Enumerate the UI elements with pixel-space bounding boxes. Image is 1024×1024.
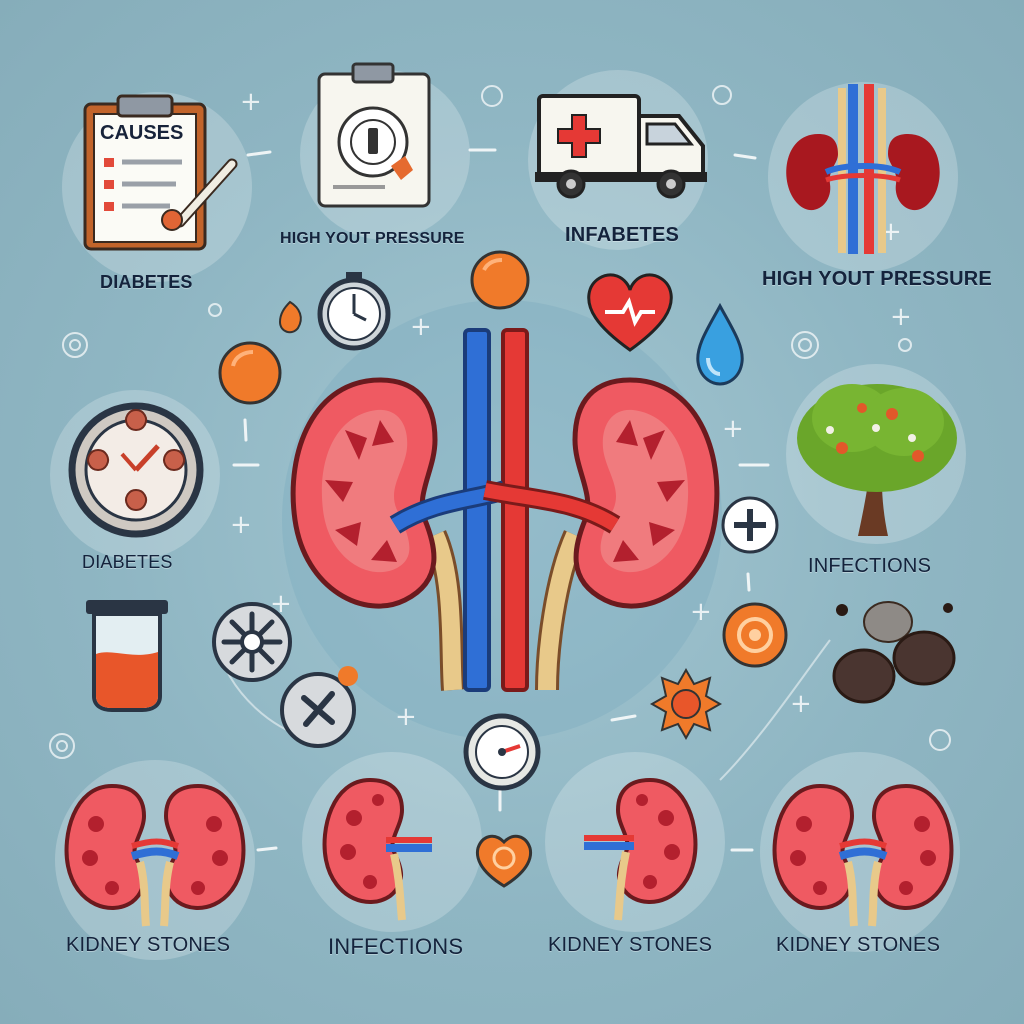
clock-icon: [68, 402, 204, 538]
clipboard-icon: [83, 94, 238, 251]
virus-icon: [280, 666, 358, 748]
svg-text:+: +: [410, 312, 432, 342]
pressure-clipboard-icon: [317, 62, 431, 208]
kidney-stones-icon: [832, 601, 956, 704]
label-mid-left: DIABETES: [82, 552, 173, 572]
orange-ball-icon: [470, 250, 530, 310]
causes-clipboard: CAUSES: [80, 92, 250, 262]
bottom-kidney-icon-3: [584, 777, 698, 921]
tree-icon: [797, 384, 957, 536]
clipboard-heading: CAUSES: [100, 122, 184, 144]
gauge-icon: [463, 713, 541, 791]
svg-text:+: +: [790, 689, 812, 719]
gear-icon: [212, 602, 292, 682]
heart-icon: [587, 273, 673, 352]
svg-text:+: +: [890, 302, 912, 332]
water-drop-icon: [696, 302, 744, 386]
label-bottom-2: INFECTIONS: [328, 934, 464, 959]
svg-text:+: +: [395, 702, 417, 732]
label-top-center-right: INFABETES: [565, 224, 680, 246]
ambulance-icon: [535, 94, 707, 199]
svg-text:+: +: [722, 414, 744, 444]
bottom-kidney-icon-4: [772, 783, 954, 927]
orange-drop-icon: [278, 300, 302, 334]
orange-ball-small-icon: [218, 341, 282, 405]
label-top-left: DIABETES: [100, 272, 193, 292]
label-top-right: HIGH YOUT PRESSURE: [762, 268, 992, 290]
label-bottom-4: KIDNEY STONES: [776, 934, 941, 956]
orange-badge-icon: [722, 602, 788, 668]
svg-text:+: +: [690, 597, 712, 627]
label-top-center-left: HIGH YOUT PRESSURE: [280, 230, 465, 247]
bottom-kidney-icon-1: [64, 783, 246, 927]
label-bottom-1: KIDNEY STONES: [66, 934, 231, 956]
svg-text:+: +: [240, 87, 262, 117]
central-kidneys-icon: [290, 328, 720, 692]
sun-bacteria-icon: [649, 667, 723, 741]
svg-text:+: +: [230, 510, 252, 540]
heart-badge-icon: [475, 834, 533, 888]
bottom-kidney-icon-2: [322, 777, 432, 921]
stopwatch-icon: [317, 272, 391, 351]
label-mid-right: INFECTIONS: [808, 555, 932, 577]
beaker-icon: [86, 600, 168, 712]
kidney-vessels-icon: [786, 84, 940, 254]
plus-icon: [721, 496, 779, 554]
label-bottom-3: KIDNEY STONES: [548, 934, 713, 956]
